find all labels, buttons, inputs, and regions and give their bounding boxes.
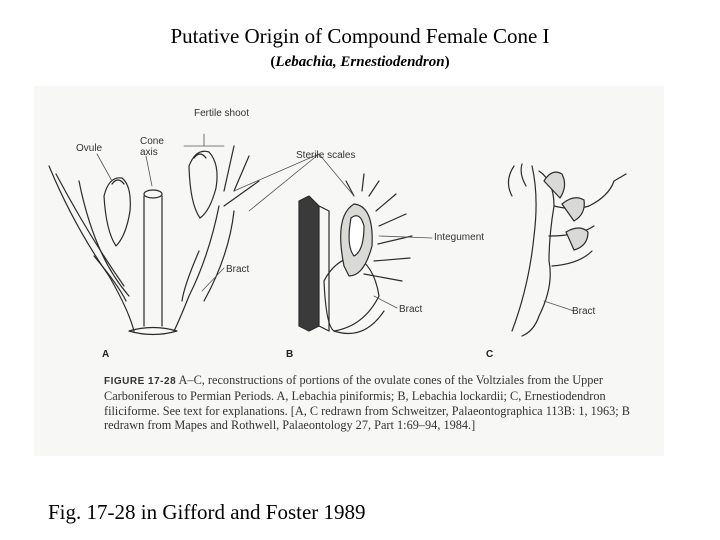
subtitle-close-paren: ) (445, 54, 450, 70)
panel-b-drawing (299, 174, 412, 334)
caption-figure-label: FIGURE 17-28 (104, 376, 176, 387)
label-bract-a: Bract (226, 264, 249, 275)
panel-letter-b: B (286, 349, 293, 360)
label-bract-c: Bract (572, 306, 595, 317)
panel-a-drawing (49, 146, 259, 335)
subtitle-taxa: Lebachia, Ernestiodendron (275, 54, 444, 70)
label-cone-axis: Cone axis (140, 136, 164, 158)
label-integument: Integument (434, 232, 484, 243)
slide-subtitle: (Lebachia, Ernestiodendron) (0, 54, 720, 71)
figure-scan: Fertile shoot Ovule Cone axis Sterile sc… (34, 86, 664, 456)
figure-caption: FIGURE 17-28 A–C, reconstructions of por… (104, 373, 649, 433)
figure-source-citation: Fig. 17-28 in Gifford and Foster 1989 (48, 500, 366, 525)
panel-letter-c: C (486, 349, 493, 360)
panel-letter-a: A (102, 349, 109, 360)
label-ovule: Ovule (76, 143, 102, 154)
caption-text: A–C, reconstructions of portions of the … (104, 373, 630, 432)
label-fertile-shoot: Fertile shoot (194, 108, 249, 119)
slide-title: Putative Origin of Compound Female Cone … (0, 24, 720, 49)
panel-c-drawing (508, 164, 626, 336)
label-bract-b: Bract (399, 304, 422, 315)
label-sterile-scales: Sterile scales (296, 150, 355, 161)
